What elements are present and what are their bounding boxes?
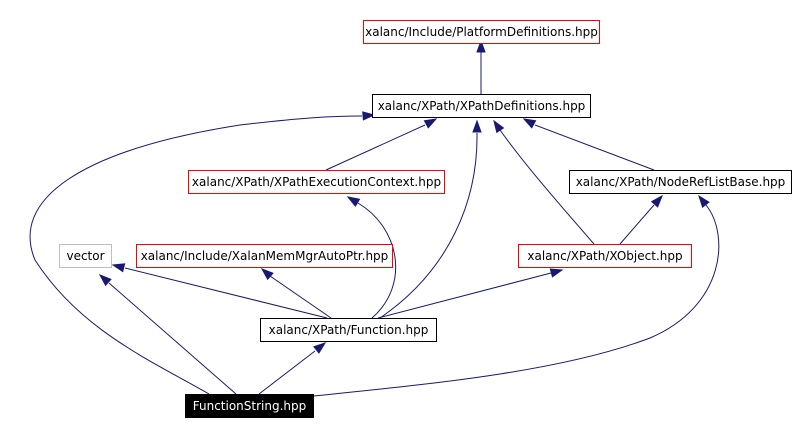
node-xpath-definitions[interactable]: xalanc/XPath/XPathDefinitions.hpp bbox=[372, 94, 591, 118]
node-xalan-mem-mgr-auto-ptr[interactable]: xalanc/Include/XalanMemMgrAutoPtr.hpp bbox=[136, 244, 393, 268]
edge-xpath_execution_context-to-xpath_definitions bbox=[325, 124, 426, 171]
arrowhead-xpath_definitions bbox=[362, 111, 376, 121]
node-vector: vector bbox=[59, 244, 112, 268]
node-function-string-label: FunctionString.hpp bbox=[192, 399, 307, 413]
arrowhead-vector bbox=[98, 274, 112, 287]
node-function[interactable]: xalanc/XPath/Function.hpp bbox=[260, 318, 437, 342]
arrowhead-node_ref_list_base bbox=[698, 194, 710, 208]
edge-node_ref_list_base-to-xpath_definitions bbox=[534, 124, 655, 171]
arrowhead-function bbox=[313, 342, 327, 354]
node-xpath-execution-context[interactable]: xalanc/XPath/XPathExecutionContext.hpp bbox=[188, 170, 445, 194]
node-xpath-definitions-label: xalanc/XPath/XPathDefinitions.hpp bbox=[377, 99, 586, 113]
node-xalan-mem-mgr-auto-ptr-label: xalanc/Include/XalanMemMgrAutoPtr.hpp bbox=[140, 249, 389, 263]
node-vector-label: vector bbox=[66, 249, 105, 263]
edge-function_string-to-xpath_definitions bbox=[29, 115, 363, 395]
arrowhead-xpath_definitions bbox=[423, 118, 438, 129]
arrowhead-xpath_definitions bbox=[493, 119, 505, 134]
node-platform-definitions-label: xalanc/Include/PlatformDefinitions.hpp bbox=[365, 25, 598, 39]
arrowhead-xpath_definitions bbox=[522, 118, 537, 129]
edge-function_string-to-vector bbox=[108, 282, 237, 395]
edge-function_string-to-node_ref_list_base bbox=[313, 204, 720, 397]
arrowhead-platform_definitions bbox=[476, 39, 486, 53]
node-function-label: xalanc/XPath/Function.hpp bbox=[268, 323, 429, 337]
arrowhead-xalan_mem_mgr_auto_ptr bbox=[260, 268, 274, 281]
node-platform-definitions[interactable]: xalanc/Include/PlatformDefinitions.hpp bbox=[363, 20, 600, 44]
arrowhead-xpath_definitions bbox=[472, 119, 482, 133]
edge-function_string-to-function bbox=[258, 350, 316, 395]
node-xobject-label: xalanc/XPath/XObject.hpp bbox=[527, 249, 683, 263]
edge-function-to-vector bbox=[124, 267, 328, 319]
node-function-string: FunctionString.hpp bbox=[185, 394, 314, 418]
node-xpath-execution-context-label: xalanc/XPath/XPathExecutionContext.hpp bbox=[191, 175, 442, 189]
edge-function-to-xobject bbox=[377, 272, 552, 319]
arrowhead-vector bbox=[111, 263, 126, 273]
node-node-ref-list-base-label: xalanc/XPath/NodeRefListBase.hpp bbox=[575, 175, 786, 189]
arrowhead-xpath_execution_context bbox=[346, 196, 361, 207]
edge-xobject-to-node_ref_list_base bbox=[619, 204, 655, 245]
edge-function-to-xalan_mem_mgr_auto_ptr bbox=[269, 275, 332, 319]
edge-xobject-to-xpath_definitions bbox=[499, 129, 595, 245]
node-node-ref-list-base[interactable]: xalanc/XPath/NodeRefListBase.hpp bbox=[569, 170, 792, 194]
edge-function-to-xpath_execution_context bbox=[357, 202, 397, 319]
arrowhead-xobject bbox=[549, 268, 564, 278]
node-xobject[interactable]: xalanc/XPath/XObject.hpp bbox=[518, 244, 692, 268]
edge-function-to-xpath_definitions bbox=[379, 132, 478, 319]
arrowhead-node_ref_list_base bbox=[650, 194, 663, 208]
